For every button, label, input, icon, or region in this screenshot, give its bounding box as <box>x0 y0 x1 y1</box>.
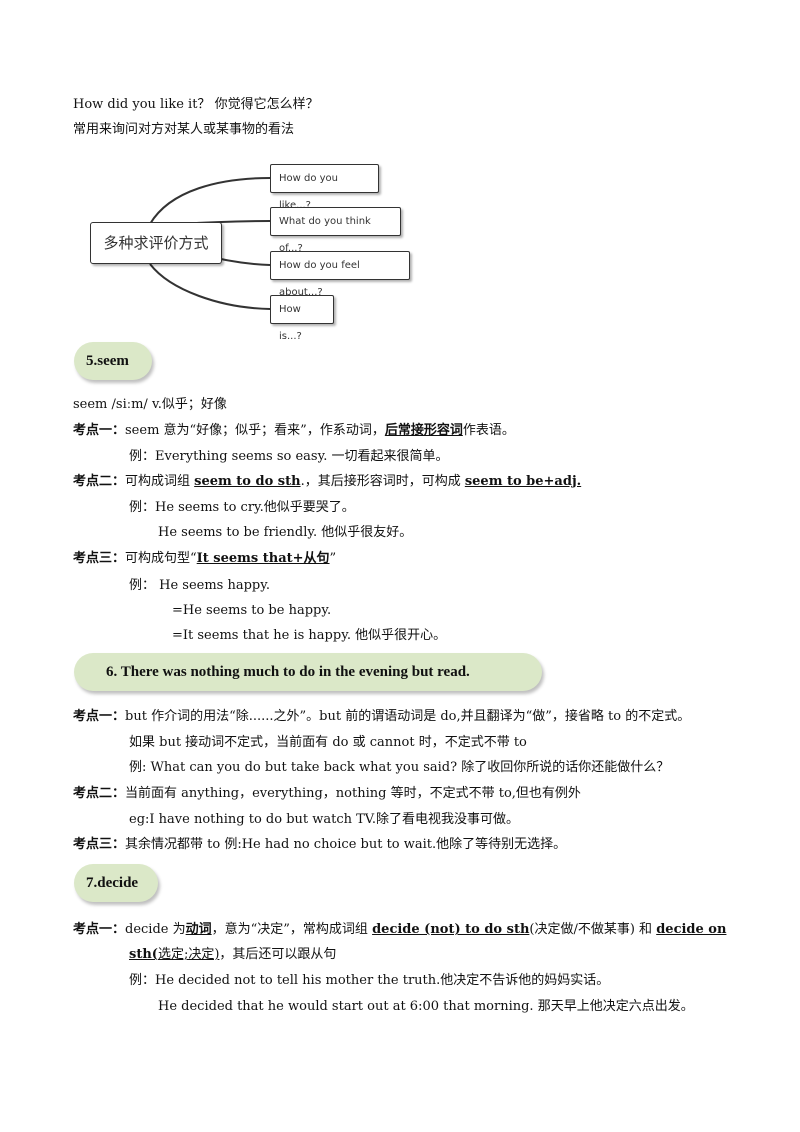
intro-line-2: 常用来询问对方对某人或某事物的看法 <box>73 122 295 137</box>
section-title-decide: 7.decide <box>74 864 158 902</box>
seem-point-2: 考点二：可构成词组 seem to do sth.，其后接形容词时，可构成 se… <box>73 474 582 489</box>
mindmap-node: How do you feel about...? <box>270 251 410 298</box>
mindmap-connectors <box>149 177 271 310</box>
seem-definition: seem /siːm/ v.似乎；好像 <box>73 397 227 412</box>
but-example-2: eg:I have nothing to do but watch TV.除了看… <box>129 812 520 827</box>
intro-line-1: How did you like it？ 你觉得它怎么样？ <box>73 97 319 112</box>
section-title-but: 6. There was nothing much to do in the e… <box>74 653 542 691</box>
decide-example-1: 例：He decided not to tell his mother the … <box>129 973 610 988</box>
mindmap-node: How do you like...? <box>270 164 379 211</box>
seem-example-3b: =He seems to be happy. <box>172 603 332 618</box>
decide-example-2: He decided that he would start out at 6:… <box>158 999 694 1014</box>
seem-example-1: 例：Everything seems so easy. 一切看起来很简单。 <box>129 449 449 464</box>
seem-example-2b: He seems to be friendly. 他似乎很友好。 <box>158 525 413 540</box>
but-point-1b: 如果 but 接动词不定式，当前面有 do 或 cannot 时，不定式不带 t… <box>129 735 527 750</box>
seem-example-2a: 例：He seems to cry.他似乎要哭了。 <box>129 500 355 515</box>
seem-example-3c: =It seems that he is happy. 他似乎很开心。 <box>172 628 447 643</box>
seem-point-3: 考点三：可构成句型“It seems that+从句” <box>73 551 337 566</box>
seem-point-1: 考点一：seem 意为“好像；似乎；看来”，作系动词，后常接形容词作表语。 <box>73 423 515 438</box>
but-point-1: 考点一：but 作介词的用法“除......之外”。but 前的谓语动词是 do… <box>73 709 691 724</box>
section-title-seem: 5.seem <box>74 342 152 380</box>
decide-point-1: 考点一：decide 为动词，意为“决定”，常构成词组 decide (not)… <box>73 922 727 937</box>
mindmap-node: What do you think of...? <box>270 207 401 254</box>
but-point-2: 考点二：当前面有 anything，everything，nothing 等时，… <box>73 786 581 801</box>
mindmap-root: 多种求评价方式 <box>90 222 222 264</box>
mindmap-node: How is...? <box>270 295 334 342</box>
decide-point-1-cont: sth(选定;决定)，其后还可以跟从句 <box>129 947 337 962</box>
but-example-1: 例: What can you do but take back what yo… <box>129 760 670 775</box>
seem-example-3a: 例： He seems happy. <box>129 578 271 593</box>
but-point-3: 考点三：其余情况都带 to 例:He had no choice but to … <box>73 837 567 852</box>
